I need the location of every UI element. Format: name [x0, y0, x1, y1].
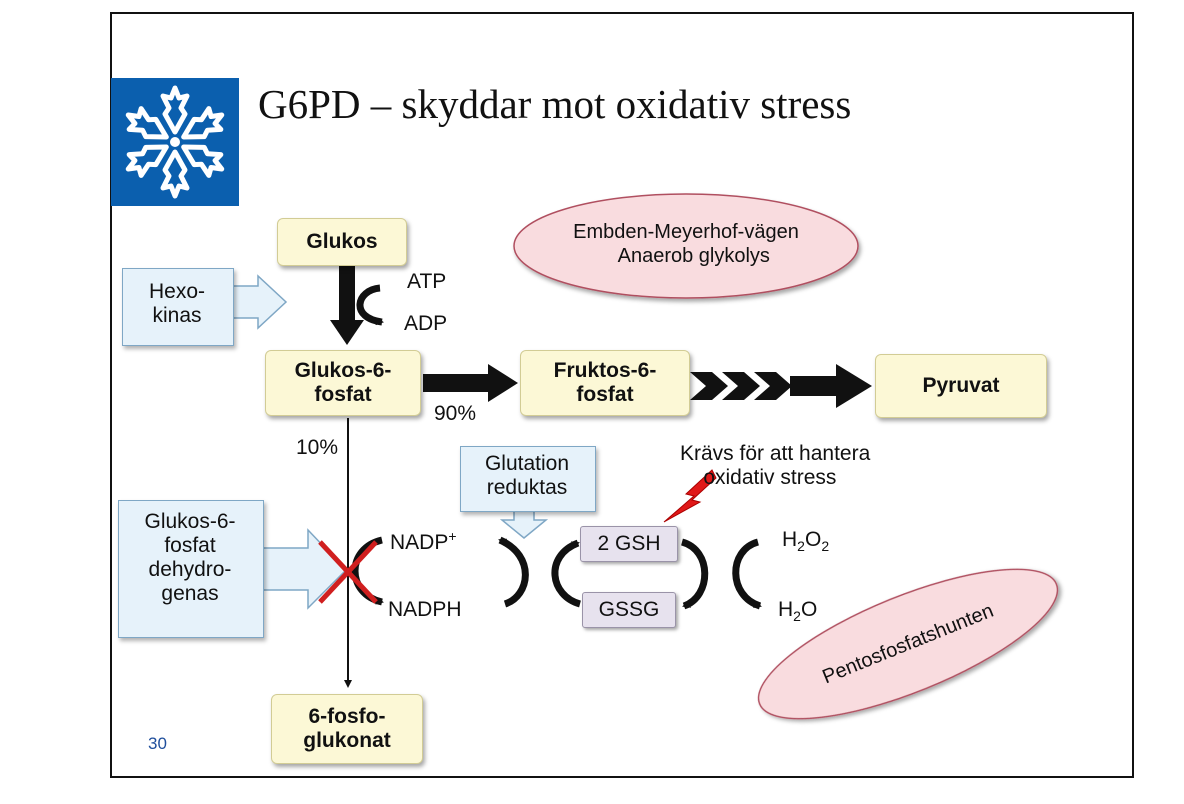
h2o-h: H [778, 598, 794, 621]
g6pd-label: Glukos-6- fosfat dehydro- genas [144, 510, 236, 606]
atp-adp-curve [356, 284, 384, 326]
lightning-bolt-icon [663, 469, 717, 523]
label-90-percent: 90% [434, 402, 477, 425]
node-pyruvat: Pyruvat [875, 354, 1047, 418]
glutation-reduktas-label: Glutation reduktas [484, 452, 570, 500]
label-10-percent: 10% [296, 436, 339, 459]
label-nadph: NADPH [388, 598, 462, 621]
g6p-to-f6p-arrow [423, 364, 518, 402]
h2o2-h: H [782, 528, 798, 551]
nadp-plus-sign: + [448, 528, 457, 544]
h2o2-sub2: 2 [821, 538, 830, 555]
node-6-fosfoglukonat: 6-fosfo- glukonat [271, 694, 423, 764]
h2o-sub: 2 [793, 608, 801, 625]
g6pd-callout-arrow [261, 528, 348, 610]
callout-hexokinas [122, 268, 234, 346]
node-glukos-6-fosfat: Glukos-6- fosfat [265, 350, 421, 416]
slide-title: G6PD – skyddar mot oxidativ stress [258, 81, 852, 127]
h2o2-sub1: 2 [797, 538, 805, 555]
inhibition-x-icon [318, 540, 378, 604]
h2o-o: O [800, 598, 818, 621]
gsh-to-gssg-curve [680, 538, 709, 610]
glutation-reduktas-arrow [499, 509, 549, 539]
h2o2-to-h2o-curve [732, 538, 762, 610]
box-gssg: GSSG [582, 592, 676, 628]
label-h2o: H2O [778, 598, 817, 624]
node-glukos: Glukos [277, 218, 407, 266]
chevron-arrows [690, 364, 872, 408]
label-h2o2: H2O2 [782, 528, 829, 554]
university-logo [111, 78, 239, 206]
flower-logo-icon [111, 85, 239, 206]
nadp-text: NADP [390, 531, 449, 554]
pentos-oval [757, 568, 1059, 720]
h2o2-o: O [804, 528, 822, 551]
hexokinas-callout-arrow [231, 274, 288, 330]
node-fruktos-6-fosfat: Fruktos-6- fosfat [520, 350, 690, 416]
glukos-to-g6p-arrow [330, 266, 364, 345]
callout-g6pd [118, 500, 264, 638]
slide-number: 30 [148, 734, 167, 753]
hexokinas-label: Hexo- kinas [148, 280, 206, 328]
callout-glutation-reduktas [460, 446, 596, 512]
nadph-to-nadp-curve [498, 536, 529, 608]
embden-oval [513, 193, 859, 299]
box-2-gsh: 2 GSH [580, 526, 678, 562]
label-kravs-oxidativ-stress: Krävs för att hantera oxidativ stress [680, 442, 871, 490]
label-nadp-plus: NADP+ [390, 528, 457, 555]
label-atp: ATP [407, 270, 447, 293]
embden-meyerhof-text: Embden-Meyerhof-vägen Anaerob glykolys [573, 221, 799, 267]
label-adp: ADP [404, 312, 448, 335]
gssg-to-gsh-curve [551, 539, 582, 608]
